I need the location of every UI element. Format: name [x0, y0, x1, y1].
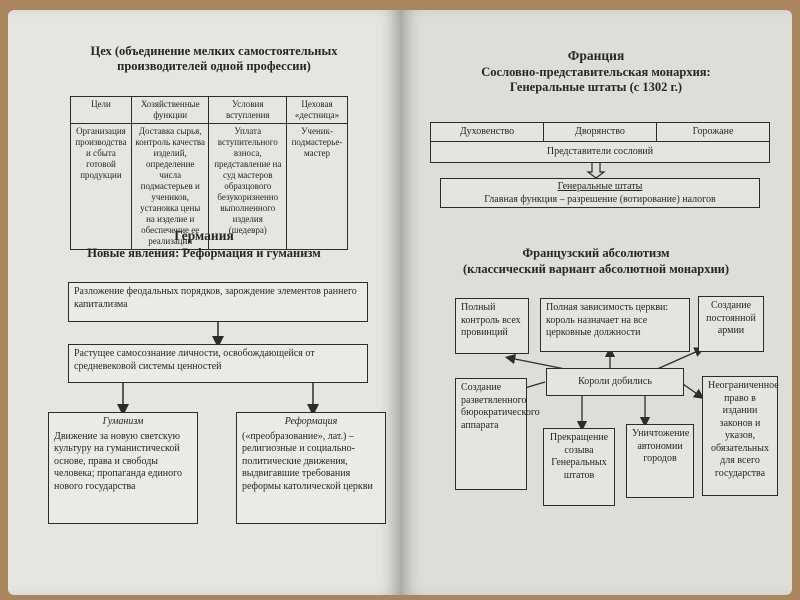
abs-box-laws: Неограниченное право в издании законов и… — [702, 376, 779, 496]
guild-col-ladder: Цеховая «дестница» — [286, 96, 348, 124]
germany-arrows — [117, 322, 319, 416]
reformation-title: Реформация — [284, 416, 338, 427]
germany-box-self-awareness: Растущее самосознание личности, освобожд… — [68, 344, 368, 383]
open-book: Цех (объединение мелких самостоятельных … — [8, 10, 792, 595]
estate-clergy: Духовенство — [431, 123, 544, 141]
abs-box-provinces: Полный контроль всех провинций — [455, 298, 529, 354]
guild-col-functions: Хозяйственные функции — [130, 96, 210, 124]
abs-box-city-autonomy: Уничтожение автономии городов — [626, 424, 694, 498]
france-subtitle-1: Сословно-представительская монархия: — [481, 65, 711, 79]
estate-townspeople: Горожане — [692, 126, 734, 137]
humanism-text: Движение за новую светскую культуру на г… — [54, 430, 182, 492]
germany-box-feudal-decline: Разложение феодальных порядков, зарожден… — [68, 282, 368, 322]
absolutism-title: Французский абсолютизм — [522, 246, 670, 260]
guild-table: Цели Хозяйственные функции Условия вступ… — [70, 96, 348, 250]
left-page: Цех (объединение мелких самостоятельных … — [8, 10, 400, 595]
estate-nobility: Дворянство — [544, 123, 657, 141]
abs-box-bureaucracy: Создание разветвленного бюрократического… — [455, 378, 540, 490]
estates-general-title: Генеральные штаты — [557, 181, 643, 192]
guild-cell-functions: Доставка сырья, контроль качества издели… — [130, 123, 210, 250]
germany-title: Германия — [174, 228, 234, 243]
france-title: Франция — [567, 48, 625, 63]
reformation-box: Реформация («преобразование», лат.) – ре… — [236, 412, 386, 524]
abs-box-center: Короли добились — [546, 368, 684, 396]
guild-cell-ladder: Ученик-подмастерье-мастер — [286, 123, 348, 250]
guild-cell-goals: Организация производства и сбыта готовой… — [70, 123, 132, 250]
arrow-to-army — [654, 347, 705, 371]
absolutism-arrows — [504, 346, 705, 432]
guild-table-row: Организация производства и сбыта готовой… — [70, 123, 348, 250]
abs-box-army: Создание постоянной армии — [698, 296, 764, 352]
france-subtitle-2: Генеральные штаты (с 1302 г.) — [509, 80, 683, 94]
humanism-box: Гуманизм Движение за новую светскую куль… — [48, 412, 198, 524]
guild-title: Цех (объединение мелких самостоятельных … — [90, 44, 338, 73]
abs-box-church: Полная зависимость церкви: король назнач… — [540, 298, 690, 352]
germany-subtitle: Новые явления: Реформация и гуманизм — [87, 246, 321, 260]
arrow-to-laws — [682, 383, 705, 399]
guild-cell-conditions: Уплата вступительного взноса, представле… — [208, 123, 288, 250]
guild-col-goals: Цели — [70, 96, 132, 124]
abs-box-estates-stop: Прекращение созыва Генеральных штатов — [543, 428, 615, 506]
estate-representatives: Представители сословий — [430, 141, 770, 163]
humanism-title: Гуманизм — [102, 416, 144, 427]
estates-general-function: Главная функция – разрешение (вотировани… — [484, 193, 716, 205]
right-page: Франция Сословно-представительская монар… — [400, 10, 792, 595]
estates-general-box: Генеральные штаты Главная функция – разр… — [440, 178, 760, 208]
reformation-text: («преобразование», лат.) – религиозные и… — [242, 430, 373, 492]
absolutism-subtitle: (классический вариант абсолютной монархи… — [462, 262, 730, 276]
